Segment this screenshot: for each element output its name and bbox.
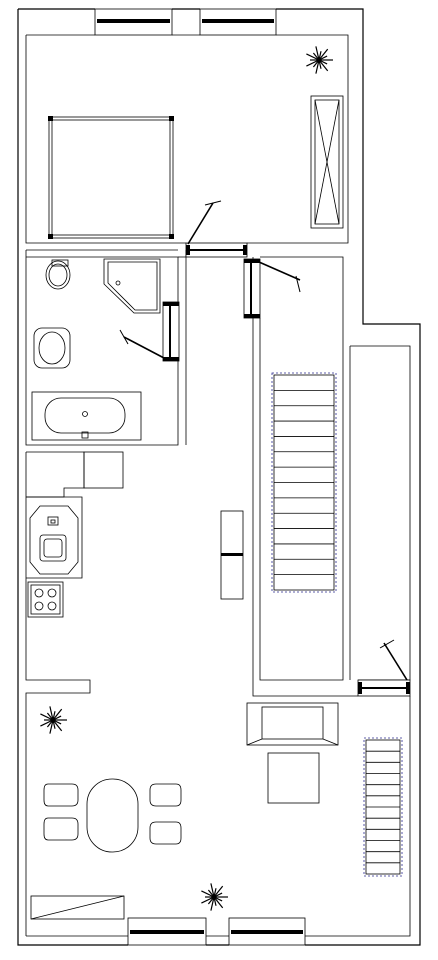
plant-leaf xyxy=(40,719,54,727)
windows xyxy=(94,8,306,946)
dining-chair xyxy=(43,817,79,841)
plant-leaf xyxy=(46,712,54,721)
dining-table xyxy=(86,778,139,853)
plant-leaf xyxy=(318,55,328,61)
plant-leaf xyxy=(315,59,320,74)
plant-leaf xyxy=(210,883,215,898)
window-top-right xyxy=(199,8,277,36)
plant-leaf xyxy=(213,896,217,906)
door-hall xyxy=(243,258,301,319)
plant-leaf xyxy=(213,892,223,898)
plant xyxy=(201,883,228,911)
door-bedroom xyxy=(185,200,248,258)
plant-leaf xyxy=(213,896,223,902)
sideboard xyxy=(30,895,125,920)
bed xyxy=(48,116,174,239)
plant-leaf xyxy=(201,896,215,904)
plant xyxy=(306,46,333,74)
kitchen-counter xyxy=(26,451,124,579)
main-stair xyxy=(271,372,337,593)
plant-leaf xyxy=(318,59,322,69)
window-bottom-right xyxy=(228,917,306,946)
plant-leaf xyxy=(52,719,63,732)
washbasin xyxy=(33,327,71,369)
door-storage xyxy=(357,639,411,697)
sink xyxy=(29,505,79,575)
plant-leaf xyxy=(312,52,320,61)
plant-leaf xyxy=(318,59,328,65)
window-top-left xyxy=(94,8,173,36)
plant-leaf xyxy=(318,51,322,61)
plant-leaf xyxy=(213,888,217,898)
small-stair xyxy=(363,737,403,877)
plant-leaf xyxy=(52,708,63,721)
plant-leaf xyxy=(318,59,329,72)
interior-walls xyxy=(25,249,411,937)
wardrobe xyxy=(310,95,344,229)
plant-leaf xyxy=(46,719,54,728)
dining-chair xyxy=(149,821,182,845)
door-bathroom xyxy=(119,301,180,362)
sofa xyxy=(246,702,339,746)
dining-chair xyxy=(149,783,182,807)
plant-leaf xyxy=(52,719,56,729)
plant-leaf xyxy=(210,896,215,911)
coffee-table xyxy=(267,752,320,804)
plant-leaf xyxy=(213,896,224,909)
plant-leaf xyxy=(306,59,320,67)
plant xyxy=(40,706,67,734)
plant-leaf xyxy=(315,46,320,61)
plant-leaf xyxy=(312,59,320,68)
window-bottom-left xyxy=(127,917,207,946)
door-hall-sliding xyxy=(220,510,244,600)
plant-leaf xyxy=(49,706,54,721)
hob xyxy=(27,581,64,618)
plant-leaf xyxy=(52,719,62,725)
plant-leaf xyxy=(40,713,54,721)
plant-leaf xyxy=(306,53,320,61)
plant-leaf xyxy=(49,719,54,734)
dining-chair xyxy=(43,783,79,807)
doors xyxy=(119,200,411,697)
plant-leaf xyxy=(201,890,215,898)
plant-leaf xyxy=(318,48,329,61)
plant-leaf xyxy=(207,889,215,898)
shower-tray xyxy=(103,258,161,314)
bathtub xyxy=(31,391,142,441)
plant-leaf xyxy=(52,711,56,721)
plant-leaf xyxy=(52,715,62,721)
plant-leaf xyxy=(213,885,224,898)
toilet xyxy=(45,259,71,290)
outer-walls xyxy=(17,8,421,946)
plant-leaf xyxy=(207,896,215,905)
